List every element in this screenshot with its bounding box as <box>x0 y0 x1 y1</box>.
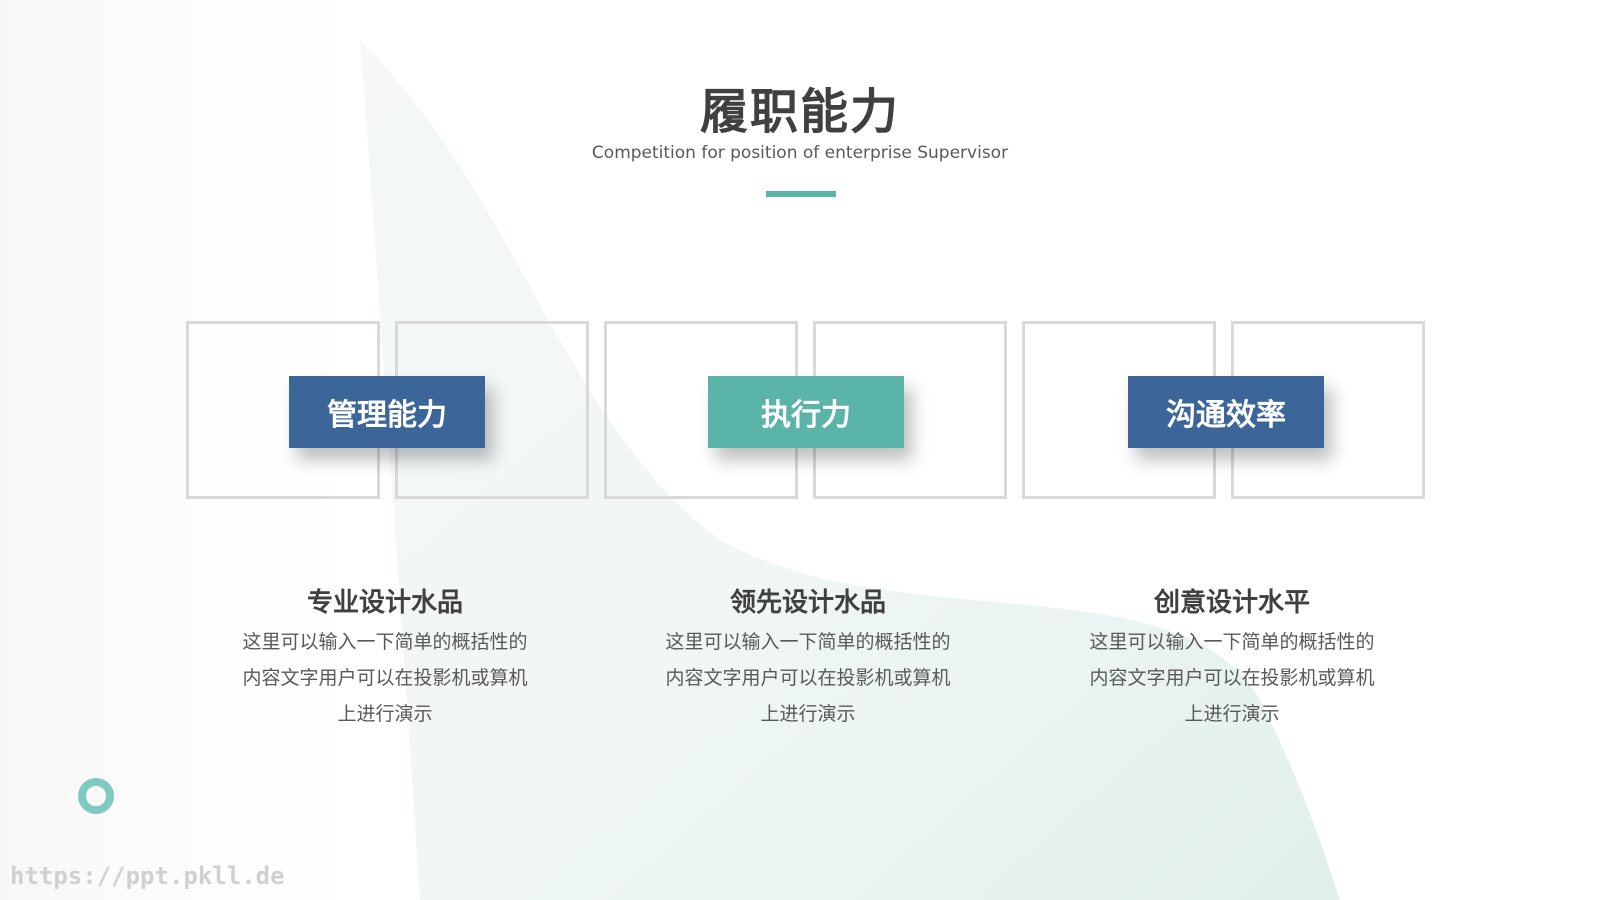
card-2-heading: 领先设计水品 <box>729 588 886 618</box>
page-subtitle: Competition for position of enterprise S… <box>591 143 1009 163</box>
card-1-description: 这里可以输入一下简单的概括性的 内容文字用户可以在投影机或算机 上进行演示 <box>215 624 555 732</box>
card-1-desc-line-1: 这里可以输入一下简单的概括性的 <box>242 631 528 653</box>
card-3-desc-line-1: 这里可以输入一下简单的概括性的 <box>1089 631 1375 653</box>
card-3-label: 沟通效率 <box>1128 376 1324 448</box>
card-3-desc-line-3: 上进行演示 <box>1184 703 1280 725</box>
card-2-desc-line-1: 这里可以输入一下简单的概括性的 <box>665 631 951 653</box>
card-3-desc-line-2: 内容文字用户可以在投影机或算机 <box>1089 667 1375 689</box>
card-2-label: 执行力 <box>708 376 904 448</box>
decorative-ring-icon <box>78 778 114 814</box>
card-1-label: 管理能力 <box>289 376 485 448</box>
title-underline <box>766 191 836 197</box>
card-2-desc-line-3: 上进行演示 <box>760 703 856 725</box>
card-1-heading: 专业设计水品 <box>306 588 463 618</box>
card-3-heading: 创意设计水平 <box>1153 588 1310 618</box>
watermark-text: https://ppt.pkll.de <box>10 862 285 890</box>
card-1-desc-line-3: 上进行演示 <box>337 703 433 725</box>
card-1-desc-line-2: 内容文字用户可以在投影机或算机 <box>242 667 528 689</box>
card-3-description: 这里可以输入一下简单的概括性的 内容文字用户可以在投影机或算机 上进行演示 <box>1062 624 1402 732</box>
page-title: 履职能力 <box>699 84 900 140</box>
card-2-desc-line-2: 内容文字用户可以在投影机或算机 <box>665 667 951 689</box>
card-2-description: 这里可以输入一下简单的概括性的 内容文字用户可以在投影机或算机 上进行演示 <box>638 624 978 732</box>
